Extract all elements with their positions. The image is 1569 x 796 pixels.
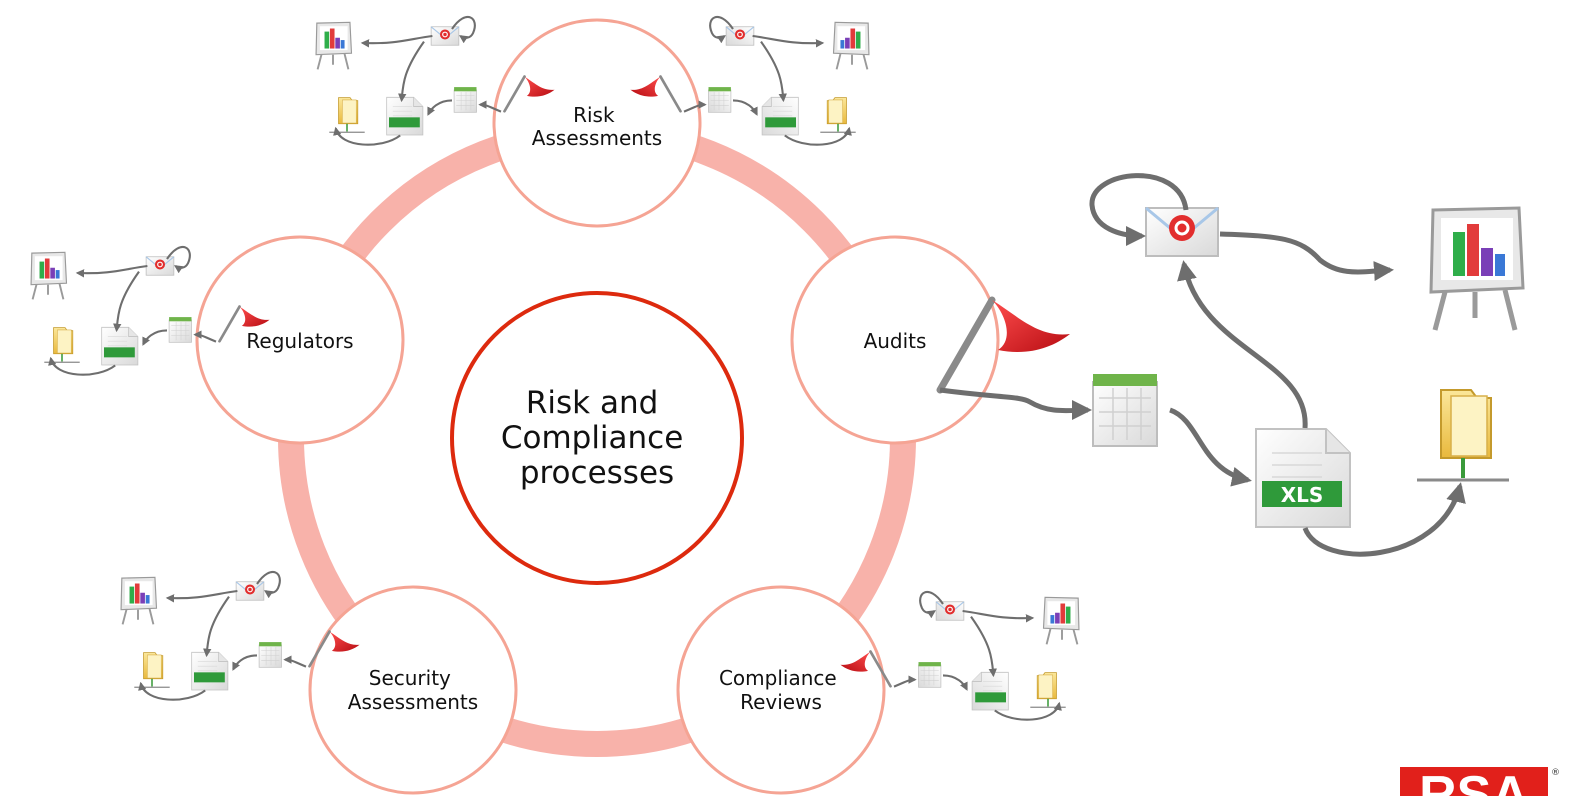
xls-file-icon: XLS: [1255, 428, 1351, 528]
node-audits-line-1: Audits: [864, 329, 927, 353]
email-icon: [1144, 206, 1220, 258]
node-compliance-reviews-line-2: Reviews: [740, 690, 822, 714]
node-security-assessments-line-2: Assessments: [348, 690, 478, 714]
node-risk-assessments-line-1: Risk: [573, 103, 615, 127]
xls-label: XLS: [1281, 483, 1324, 507]
registered-mark: ®: [1551, 768, 1560, 778]
node-regulators-label: Regulators: [246, 329, 353, 353]
rsa-logo: RSA ®: [1400, 766, 1560, 796]
node-compliance-reviews-line-1: Compliance: [719, 666, 837, 690]
arrow-xls-to-folder: [1302, 482, 1466, 557]
center-label-line-1: Risk and: [526, 385, 658, 421]
node-risk-assessments: Risk Assessments: [492, 18, 702, 228]
node-audits-label: Audits: [864, 329, 927, 353]
rsa-logo-text: RSA: [1419, 766, 1529, 796]
node-risk-assessments-line-2: Assessments: [532, 126, 662, 150]
chart-easel-icon: [1431, 208, 1523, 330]
node-regulators: Regulators: [195, 235, 405, 445]
center-label-line-2: Compliance: [501, 420, 683, 456]
workflow-arrows: [939, 173, 1466, 557]
center-label-line-3: processes: [520, 455, 674, 491]
arrow-email-loop: [1089, 173, 1189, 246]
node-security-assessments: Security Assessments: [308, 585, 518, 795]
node-security-assessments-line-1: Security: [369, 666, 451, 690]
arrow-calendar-to-xls: [1169, 407, 1252, 487]
folder-icon: [1415, 388, 1511, 482]
node-compliance-reviews: Compliance Reviews: [676, 585, 886, 795]
node-risk-assessments-label: Risk Assessments: [532, 103, 662, 150]
arrow-email-to-chart: [1219, 231, 1394, 282]
calendar-icon: [1092, 373, 1158, 447]
node-security-assessments-label: Security Assessments: [348, 666, 478, 714]
center-circle: [450, 291, 744, 585]
arrow-xls-to-email: [1177, 260, 1308, 429]
node-compliance-reviews-label: Compliance Reviews: [719, 666, 843, 714]
arrow-flag-to-calendar: [939, 387, 1092, 421]
center-label: Risk and Compliance processes: [501, 385, 693, 491]
audit-workflow: XLS: [939, 173, 1523, 557]
node-regulators-line-1: Regulators: [246, 329, 353, 353]
